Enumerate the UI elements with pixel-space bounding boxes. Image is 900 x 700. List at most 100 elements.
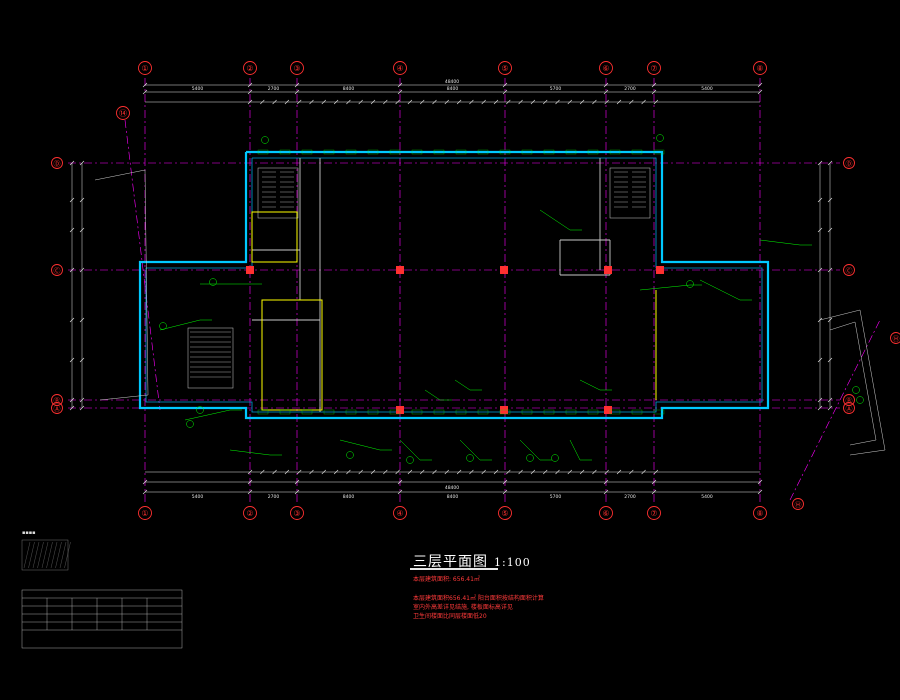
window-marker bbox=[389, 149, 401, 155]
window-marker bbox=[565, 409, 577, 415]
dim-text-segment: 5400 bbox=[701, 86, 713, 92]
dim-tick bbox=[294, 82, 300, 88]
axis-bubble-label: Ⓓ bbox=[846, 160, 853, 168]
window-marker bbox=[455, 149, 467, 155]
axis-bubble bbox=[498, 506, 512, 520]
dim-tick bbox=[260, 99, 265, 105]
dim-tick bbox=[592, 469, 597, 475]
dim-tick bbox=[69, 357, 75, 363]
dim-tick bbox=[502, 82, 508, 88]
dim-tick bbox=[456, 469, 462, 475]
dim-tick bbox=[757, 489, 763, 495]
dim-tick bbox=[827, 197, 833, 203]
window-marker bbox=[477, 409, 489, 415]
leader-line bbox=[539, 209, 582, 231]
doors-and-frames bbox=[251, 211, 657, 411]
window-marker bbox=[653, 409, 665, 415]
window-marker bbox=[653, 149, 665, 155]
dimension-texts: 5400540027002700840084008400840057005700… bbox=[192, 79, 713, 500]
callout-circle bbox=[159, 322, 167, 330]
dim-tick bbox=[641, 469, 646, 475]
window-marker bbox=[279, 409, 291, 415]
hatch-line bbox=[32, 541, 40, 569]
axis-bubble bbox=[843, 394, 855, 406]
axis-bubble-label: ② bbox=[246, 509, 253, 518]
side-wings bbox=[94, 169, 886, 456]
axis-bubble bbox=[792, 498, 804, 510]
dim-tick bbox=[294, 489, 300, 495]
dim-tick bbox=[370, 99, 376, 105]
dim-tick bbox=[69, 267, 75, 273]
column bbox=[500, 266, 508, 274]
axis-line-H bbox=[789, 319, 881, 501]
dim-tick bbox=[407, 469, 413, 475]
axis-bubble-label: ⑤ bbox=[501, 64, 508, 73]
callout-circle bbox=[656, 134, 664, 142]
axis-bubble bbox=[116, 106, 130, 120]
structural-columns bbox=[246, 266, 664, 414]
dim-tick bbox=[555, 99, 560, 105]
window-marker bbox=[345, 149, 357, 155]
hatch-line bbox=[59, 541, 67, 569]
leader-line bbox=[184, 409, 242, 421]
dim-tick bbox=[567, 469, 573, 475]
dim-tick bbox=[542, 99, 548, 105]
dim-tick bbox=[370, 469, 376, 475]
dim-text-segment: 5400 bbox=[192, 494, 204, 500]
title-underline bbox=[410, 568, 498, 570]
axis-bubble bbox=[498, 61, 512, 75]
callout-circle bbox=[852, 386, 860, 394]
dim-tick bbox=[817, 405, 823, 411]
dim-tick bbox=[603, 489, 609, 495]
dim-text-segment: 5400 bbox=[192, 86, 204, 92]
dim-tick bbox=[827, 357, 833, 363]
axis-bubble-label: Ⓓ bbox=[54, 160, 61, 168]
window-marker bbox=[565, 149, 577, 155]
dim-tick bbox=[493, 469, 499, 475]
dim-text-segment: 8400 bbox=[447, 494, 459, 500]
dim-tick bbox=[294, 479, 300, 485]
axis-bubble bbox=[843, 264, 855, 276]
window-marker bbox=[609, 409, 621, 415]
window-marker bbox=[521, 409, 533, 415]
axis-bubble bbox=[138, 61, 152, 75]
axis-bubble-label: Ⓒ bbox=[54, 267, 61, 275]
window-marker bbox=[323, 409, 335, 415]
dim-text-segment: 5700 bbox=[550, 86, 562, 92]
dim-tick bbox=[506, 99, 511, 105]
dim-tick bbox=[493, 99, 499, 105]
axis-bubble-label: ⑥ bbox=[602, 64, 609, 73]
dim-tick bbox=[294, 89, 300, 95]
dim-text-segment: 2700 bbox=[624, 494, 636, 500]
axis-bubble-label: Ⓐ bbox=[54, 405, 61, 413]
dim-text-segment: 8400 bbox=[447, 86, 459, 92]
dim-tick bbox=[397, 89, 403, 95]
dim-tick bbox=[321, 469, 327, 475]
dim-tick bbox=[757, 89, 763, 95]
axis-line-14 bbox=[124, 119, 161, 411]
dim-tick bbox=[502, 479, 508, 485]
dim-tick bbox=[502, 489, 508, 495]
window-marker bbox=[433, 409, 445, 415]
dim-tick bbox=[142, 489, 148, 495]
dim-tick bbox=[567, 99, 573, 105]
column bbox=[604, 266, 612, 274]
dim-tick bbox=[79, 357, 85, 363]
dim-tick bbox=[247, 99, 253, 105]
window-marker bbox=[587, 409, 599, 415]
axis-bubble bbox=[243, 506, 257, 520]
dim-tick bbox=[604, 469, 609, 475]
window-marker bbox=[477, 149, 489, 155]
axis-bubble-label: ⑦ bbox=[650, 509, 657, 518]
dim-tick bbox=[397, 82, 403, 88]
window-marker bbox=[389, 409, 401, 415]
dim-tick bbox=[827, 397, 833, 403]
dim-tick bbox=[395, 469, 400, 475]
axis-bubble bbox=[290, 61, 304, 75]
dim-tick bbox=[296, 99, 302, 105]
axis-bubble-label: Ⓑ bbox=[54, 397, 61, 405]
drawing-title-text: 三层平面图 bbox=[413, 554, 488, 570]
axis-bubble bbox=[51, 264, 63, 276]
